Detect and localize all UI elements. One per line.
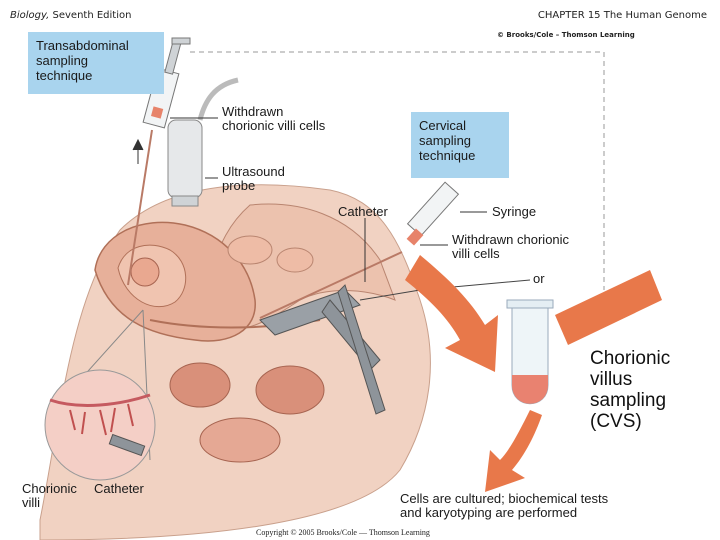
ultrasound-line-1: Ultrasound <box>222 164 285 179</box>
chapter-title: CHAPTER 15 The Human Genome <box>537 10 707 21</box>
copyright-footer: Copyright © 2005 Brooks/Cole — Thomson L… <box>256 528 430 537</box>
edition-label: Seventh Edition <box>52 10 132 21</box>
cultured-line-1: Cells are cultured; biochemical tests <box>400 491 609 506</box>
cervical-line-2: sampling <box>419 133 472 148</box>
test-tube <box>506 299 554 405</box>
chorionic-villi-label: Chorionic villi <box>22 482 77 510</box>
cvs-line-1: Chorionic <box>590 348 671 369</box>
transabdominal-box: Transabdominal sampling technique <box>28 32 164 94</box>
chorionic-villi-line-2: villi <box>22 495 41 510</box>
dashed-guide-line <box>190 51 605 290</box>
transabdominal-line-3: technique <box>36 68 93 83</box>
ultrasound-label: Ultrasound probe <box>222 165 285 193</box>
withdrawn-top-label: Withdrawn chorionic villi cells <box>222 105 325 133</box>
withdrawn-top-line-1: Withdrawn <box>222 104 284 119</box>
catheter-bottom-label: Catheter <box>94 481 144 496</box>
cultured-caption: Cells are cultured; biochemical tests an… <box>400 492 608 520</box>
cervical-box: Cervical sampling technique <box>411 112 509 178</box>
withdrawn-right-line-1: Withdrawn chorionic <box>452 232 570 247</box>
transabdominal-line-2: sampling <box>36 53 89 68</box>
chorionic-villi-line-1: Chorionic <box>22 481 77 496</box>
cervical-syringe <box>259 181 460 319</box>
syringe-label: Syringe <box>492 204 537 219</box>
or-label: or <box>533 271 545 286</box>
speculum <box>259 284 386 415</box>
transabdominal-line-1: Transabdominal <box>36 38 129 53</box>
withdrawn-top-line-2: chorionic villi cells <box>222 118 326 133</box>
cvs-line-2: villus <box>590 369 633 390</box>
ultrasound-probe <box>167 77 239 207</box>
magnified-villi-view <box>44 309 156 481</box>
publisher-credit: © Brooks/Cole – Thomson Learning <box>497 31 635 39</box>
cvs-line-3: sampling <box>590 390 667 411</box>
process-arrows <box>405 255 662 492</box>
ultrasound-line-2: probe <box>222 178 256 193</box>
transabdominal-syringe <box>127 37 191 286</box>
withdrawn-right-label: Withdrawn chorionic villi cells <box>452 233 569 261</box>
cultured-line-2: and karyotyping are performed <box>400 505 578 520</box>
cvs-title: Chorionic villus sampling (CVS) <box>590 348 670 432</box>
cvs-line-4: (CVS) <box>590 411 642 432</box>
catheter-top-label: Catheter <box>338 204 388 219</box>
book-title-italic: Biology, <box>10 10 50 21</box>
withdrawn-right-line-2: villi cells <box>452 246 500 261</box>
cervical-line-1: Cervical <box>419 118 466 133</box>
book-title: Biology, Seventh Edition <box>10 10 131 21</box>
cervical-line-3: technique <box>419 148 476 163</box>
